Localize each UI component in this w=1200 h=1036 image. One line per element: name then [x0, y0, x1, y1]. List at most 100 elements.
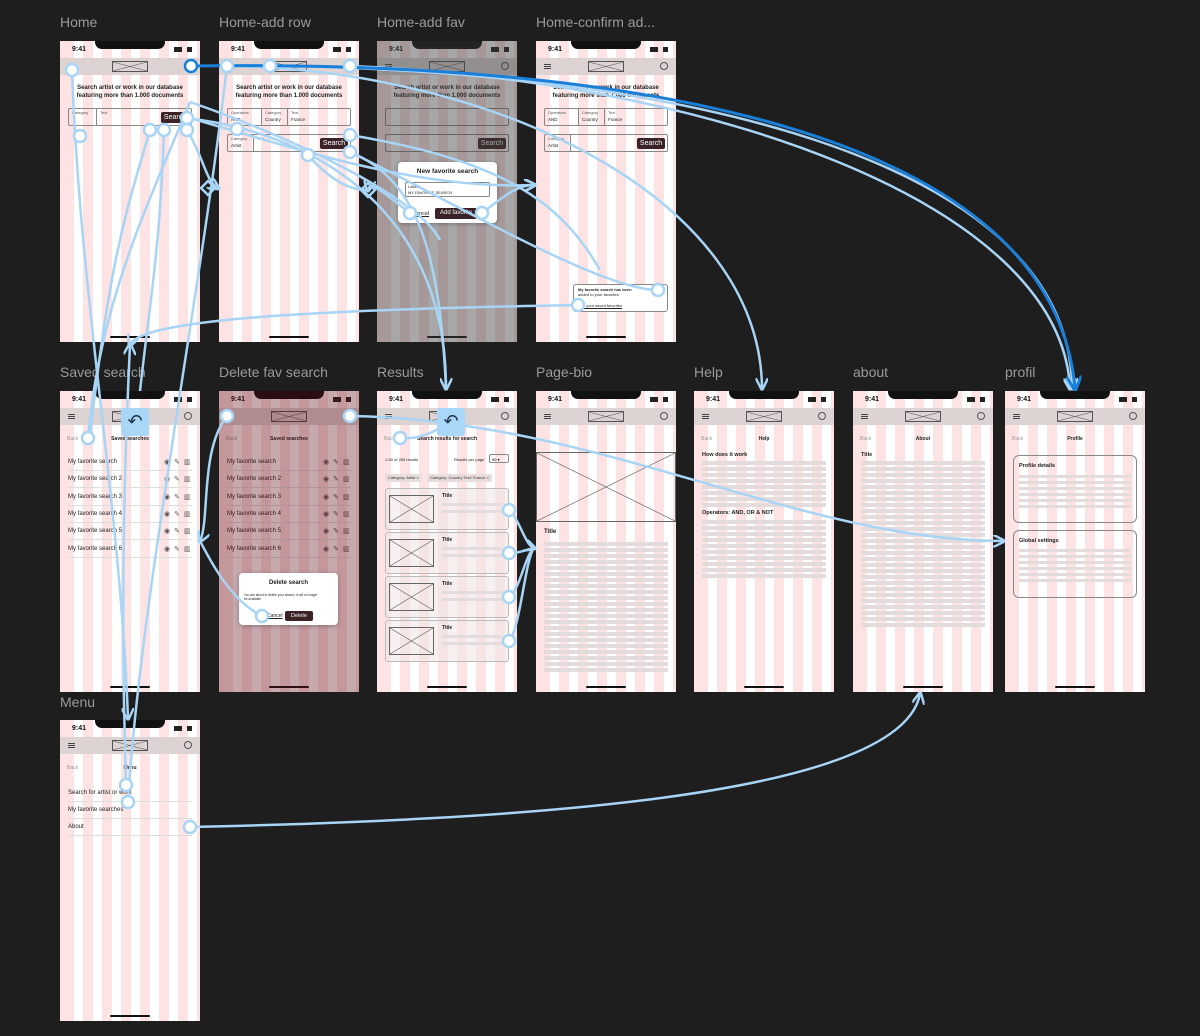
- pencil-icon[interactable]: ✎: [333, 528, 339, 536]
- logo-placeholder[interactable]: [1057, 411, 1093, 422]
- menu-icon[interactable]: [861, 414, 868, 419]
- pencil-icon[interactable]: ✎: [333, 510, 339, 518]
- eye-icon[interactable]: ◉: [323, 476, 330, 484]
- frame-profil[interactable]: 9:41 Back Profile Profile details Global…: [1005, 391, 1145, 692]
- logo-placeholder[interactable]: [112, 740, 148, 751]
- saved-search-item[interactable]: My favorite search 6: [68, 545, 123, 552]
- saved-search-item[interactable]: My favorite search 3: [68, 493, 123, 500]
- pencil-icon[interactable]: ✎: [174, 545, 180, 553]
- eye-icon[interactable]: ◉: [164, 459, 171, 466]
- saved-search-item[interactable]: My favorite search: [227, 459, 277, 465]
- frame-label-add-fav[interactable]: Home-add fav: [377, 14, 465, 30]
- user-icon[interactable]: [343, 62, 351, 70]
- logo-placeholder[interactable]: [588, 61, 624, 72]
- back-button[interactable]: Back: [226, 436, 238, 442]
- user-icon[interactable]: [1129, 412, 1137, 420]
- trash-icon[interactable]: ▥: [343, 476, 350, 484]
- back-button[interactable]: Back: [67, 765, 79, 771]
- trash-icon[interactable]: ▥: [184, 528, 191, 536]
- trash-icon[interactable]: ▥: [184, 510, 191, 518]
- result-card[interactable]: Title: [385, 576, 509, 618]
- eye-icon[interactable]: ◉: [164, 545, 171, 553]
- pencil-icon[interactable]: ✎: [174, 459, 180, 466]
- frame-home-add-fav[interactable]: 9:41 Search artist or work in our databa…: [377, 41, 517, 342]
- frame-saved-search[interactable]: 9:41 Back Saved searches My favorite sea…: [60, 391, 200, 692]
- search-row[interactable]: Search: [385, 134, 509, 152]
- saved-search-item[interactable]: My favorite search 4: [68, 510, 123, 517]
- frame-home-confirm-add[interactable]: 9:41 Search artist or work in our databa…: [536, 41, 676, 342]
- eye-icon[interactable]: ◉: [164, 476, 171, 484]
- frame-about[interactable]: 9:41 Back About Title: [853, 391, 993, 692]
- per-page-select[interactable]: 50 ▾: [489, 454, 509, 463]
- frame-label-saved[interactable]: Saved search: [60, 364, 146, 380]
- eye-icon[interactable]: ◉: [323, 528, 330, 536]
- back-interaction-icon[interactable]: ↶: [437, 408, 465, 436]
- menu-icon[interactable]: [68, 743, 75, 748]
- frame-label-about[interactable]: about: [853, 364, 889, 380]
- result-card[interactable]: Title: [385, 532, 509, 574]
- menu-icon[interactable]: [544, 414, 551, 419]
- frame-results[interactable]: 9:41 Back Search results for search 1-50…: [377, 391, 517, 692]
- user-icon[interactable]: [501, 62, 509, 70]
- frame-label-add-row[interactable]: Home-add row: [219, 14, 311, 30]
- trash-icon[interactable]: ▥: [343, 459, 350, 466]
- eye-icon[interactable]: ◉: [323, 459, 330, 466]
- back-interaction-icon[interactable]: ↶: [121, 408, 149, 436]
- logo-placeholder[interactable]: [112, 61, 148, 72]
- trash-icon[interactable]: ▥: [343, 528, 350, 536]
- user-icon[interactable]: [343, 412, 351, 420]
- frame-label-confirm[interactable]: Home-confirm ad...: [536, 14, 656, 30]
- trash-icon[interactable]: ▥: [343, 510, 350, 518]
- add-favorite-button[interactable]: Add favorite: [435, 208, 477, 219]
- pencil-icon[interactable]: ✎: [333, 493, 339, 501]
- saved-search-item[interactable]: My favorite search: [68, 459, 118, 465]
- trash-icon[interactable]: ▥: [184, 476, 191, 484]
- frame-delete-fav-search[interactable]: 9:41 Back Saved searches My favorite sea…: [219, 391, 359, 692]
- user-icon[interactable]: [977, 412, 985, 420]
- logo-placeholder[interactable]: [905, 411, 941, 422]
- eye-icon[interactable]: ◉: [323, 493, 330, 501]
- saved-search-item[interactable]: My favorite search 4: [227, 510, 282, 517]
- trash-icon[interactable]: ▥: [184, 545, 191, 553]
- saved-search-item[interactable]: My favorite search 6: [227, 545, 282, 552]
- frame-label-delete[interactable]: Delete fav search: [219, 364, 328, 380]
- menu-icon[interactable]: [68, 64, 75, 69]
- frame-home[interactable]: 9:41 Search artist or work in our databa…: [60, 41, 200, 342]
- frame-help[interactable]: 9:41 Back Help How does it work Operator…: [694, 391, 834, 692]
- cancel-button[interactable]: Cancel: [412, 211, 430, 217]
- menu-icon[interactable]: [68, 414, 75, 419]
- cancel-button[interactable]: Cancel: [267, 613, 283, 619]
- saved-search-item[interactable]: My favorite search 5: [68, 528, 123, 535]
- logo-placeholder[interactable]: [746, 411, 782, 422]
- menu-icon[interactable]: [385, 414, 392, 419]
- frame-label-profil[interactable]: profil: [1005, 364, 1036, 380]
- frame-label-bio[interactable]: Page-bio: [536, 364, 593, 380]
- user-icon[interactable]: [501, 412, 509, 420]
- frame-page-bio[interactable]: 9:41 Title: [536, 391, 676, 692]
- saved-search-item[interactable]: My favorite search 3: [227, 493, 282, 500]
- search-button[interactable]: Search: [478, 138, 506, 149]
- search-row[interactable]: Category Text Search: [68, 108, 192, 126]
- saved-search-item[interactable]: My favorite search 2: [68, 476, 123, 483]
- filter-chip[interactable]: Category: Artist ×: [385, 474, 422, 482]
- frame-label-help[interactable]: Help: [694, 364, 723, 380]
- frame-home-add-row[interactable]: 9:41 Search artist or work in our databa…: [219, 41, 359, 342]
- pencil-icon[interactable]: ✎: [174, 476, 180, 484]
- trash-icon[interactable]: ▥: [184, 459, 191, 466]
- pencil-icon[interactable]: ✎: [333, 476, 339, 484]
- user-icon[interactable]: [660, 62, 668, 70]
- label-input[interactable]: Label MY FAVORITE SEARCH: [405, 182, 490, 197]
- menu-icon[interactable]: [385, 64, 392, 69]
- global-settings-card[interactable]: Global settings: [1013, 530, 1137, 598]
- eye-icon[interactable]: ◉: [164, 510, 171, 518]
- frame-label-results[interactable]: Results: [377, 364, 424, 380]
- operator-row[interactable]: [385, 108, 509, 126]
- pencil-icon[interactable]: ✎: [333, 459, 339, 466]
- user-icon[interactable]: [818, 412, 826, 420]
- search-button[interactable]: Search: [637, 138, 665, 149]
- eye-icon[interactable]: ◉: [323, 510, 330, 518]
- pencil-icon[interactable]: ✎: [174, 510, 180, 518]
- user-icon[interactable]: [184, 412, 192, 420]
- frame-menu[interactable]: 9:41 Back Menu Search for artist or work…: [60, 720, 200, 1021]
